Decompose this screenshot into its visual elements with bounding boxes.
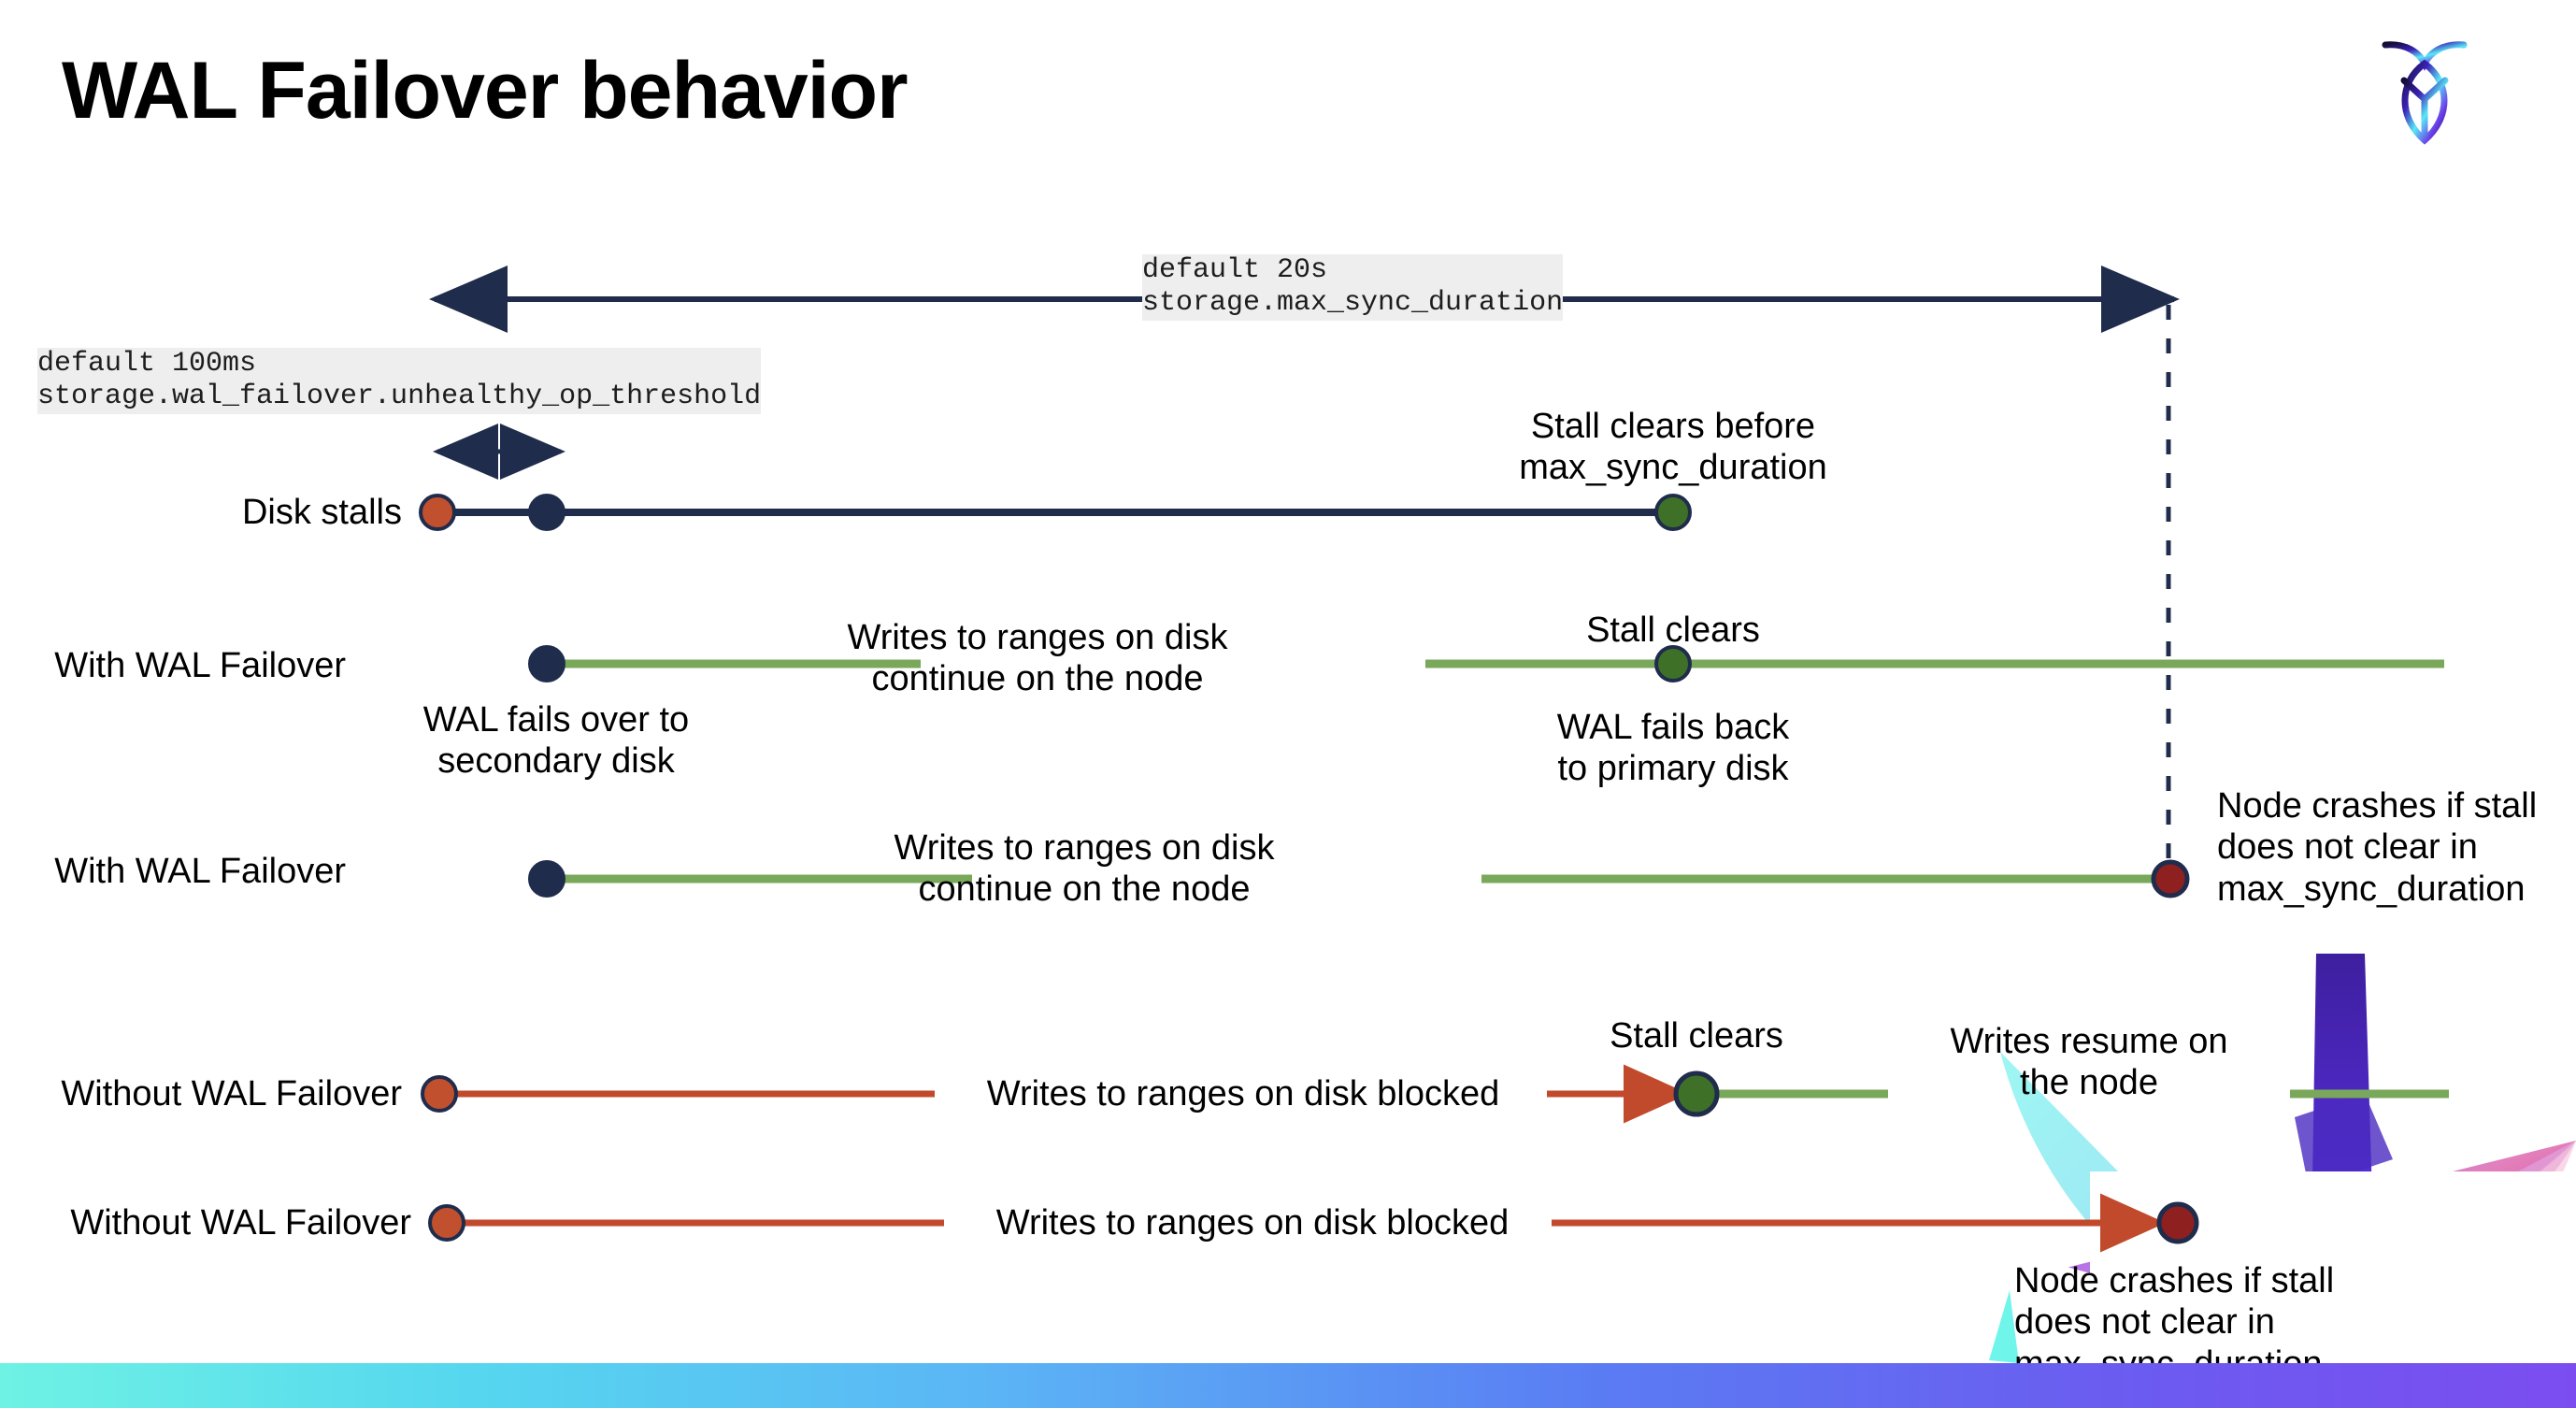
unhealthy-op-setting-text: storage.wal_failover.unhealthy_op_thresh… (37, 381, 762, 413)
row2-fails-over-line2: secondary disk (437, 741, 675, 782)
row3-node-crash-dot (2151, 859, 2190, 898)
row2-failover-dot (528, 645, 565, 682)
row3-crash-line2: does not clear in (2217, 827, 2478, 868)
row5-node-crash-note: Node crashes if stall does not clear in … (2014, 1260, 2426, 1385)
row4-resume-line1: Writes resume on (1950, 1022, 2228, 1061)
row4-resume-line2: the node (2020, 1063, 2158, 1103)
row4-writes-blocked-note: Writes to ranges on disk blocked (986, 1074, 1500, 1113)
row5-crash-line2: does not clear in (2014, 1302, 2275, 1343)
row1-label: Disk stalls (241, 493, 402, 532)
row2-wal-fails-back-note: WAL fails back to primary disk (1439, 707, 1907, 790)
row4-stall-start-dot (421, 1075, 458, 1113)
row2-writes-line1: Writes to ranges on disk (847, 618, 1228, 657)
row4-stall-clears-note: Stall clears (1610, 1016, 1783, 1056)
bottom-gradient-bar (0, 1363, 2576, 1408)
row3-node-crash-note: Node crashes if stall does not clear in … (2217, 785, 2576, 910)
row2-writes-note: Writes to ranges on disk continue on the… (710, 617, 1365, 700)
row3-writes-line2: continue on the node (918, 869, 1251, 910)
row1-failover-dot (528, 494, 565, 531)
row2-stall-clears-dot (1654, 645, 1692, 682)
row2-wal-fails-over-note: WAL fails over to secondary disk (322, 699, 790, 783)
row5-node-crash-dot (2156, 1201, 2199, 1244)
max-sync-duration-annotation: default 20s storage.max_sync_duration (1142, 254, 1564, 321)
row1-stall-start-dot (419, 494, 456, 531)
row3-failover-dot (528, 860, 565, 898)
row4-stall-clears-dot (1673, 1070, 1720, 1117)
row3-crash-line1: Node crashes if stall (2217, 786, 2538, 826)
row5-writes-blocked-note: Writes to ranges on disk blocked (995, 1203, 1510, 1243)
max-sync-setting-text: storage.max_sync_duration (1142, 287, 1564, 320)
row4-label: Without WAL Failover (61, 1074, 402, 1113)
row1-stall-clears-note: Stall clears before max_sync_duration (1439, 406, 1907, 489)
max-sync-default-text: default 20s (1142, 254, 1328, 286)
row3-label: With WAL Failover (54, 852, 346, 891)
row2-writes-line2: continue on the node (871, 659, 1204, 699)
row5-stall-start-dot (428, 1204, 465, 1242)
row1-stall-clears-dot (1654, 494, 1692, 531)
row1-note-line2: max_sync_duration (1519, 448, 1827, 488)
row1-note-line1: Stall clears before (1530, 407, 1816, 446)
row2-fails-back-line2: to primary disk (1557, 749, 1789, 789)
row5-crash-line1: Node crashes if stall (2014, 1261, 2335, 1300)
cockroachdb-logo-icon (2382, 41, 2468, 145)
row2-fails-back-line1: WAL fails back (1556, 708, 1790, 747)
unhealthy-op-threshold-annotation: default 100ms storage.wal_failover.unhea… (37, 348, 762, 414)
page-title: WAL Failover behavior (62, 46, 909, 136)
row4-writes-resume-note: Writes resume on the node (1888, 1021, 2290, 1104)
unhealthy-op-default-text: default 100ms (37, 348, 257, 380)
row2-label: With WAL Failover (54, 646, 346, 685)
row2-fails-over-line1: WAL fails over to (422, 700, 690, 740)
row3-writes-line1: Writes to ranges on disk (894, 828, 1275, 868)
row3-writes-note: Writes to ranges on disk continue on the… (757, 827, 1411, 911)
row2-stall-clears-note: Stall clears (1586, 611, 1760, 650)
row5-label: Without WAL Failover (70, 1203, 411, 1243)
row3-crash-line3: max_sync_duration (2217, 869, 2526, 909)
